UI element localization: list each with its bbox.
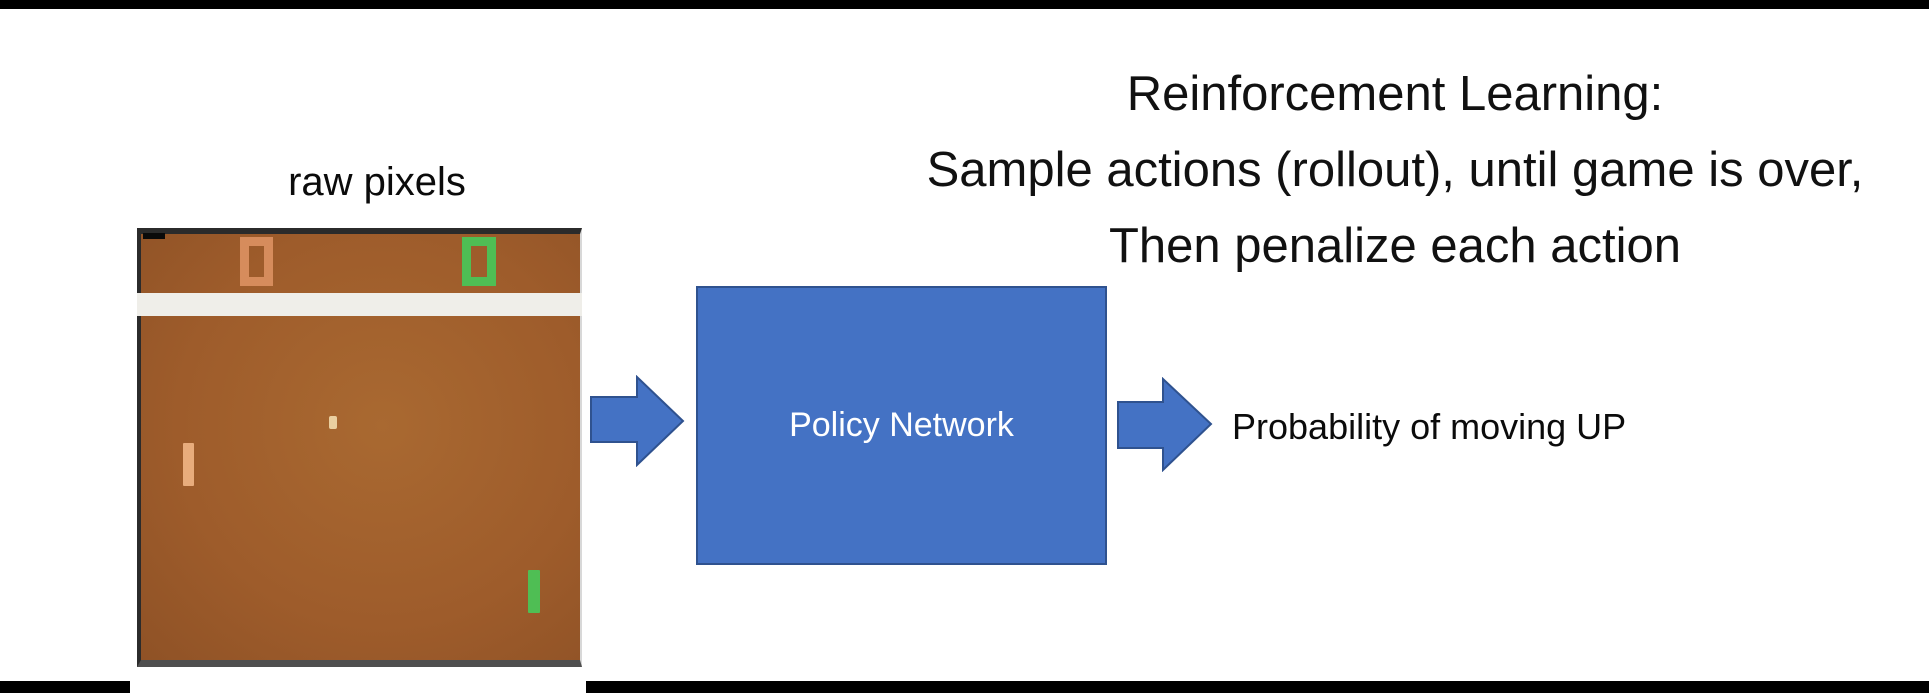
policy-network-label: Policy Network: [789, 406, 1014, 444]
arrow-out-of-policy-network-icon: [1117, 377, 1213, 472]
left-paddle: [183, 443, 194, 486]
headline-line-3: Then penalize each action: [1108, 219, 1682, 273]
green-player-score: [462, 237, 496, 286]
arrow-into-policy-network-icon: [590, 375, 685, 467]
headline-line-2: Sample actions (rollout), until game is …: [926, 143, 1864, 197]
headline-line-1: Reinforcement Learning:: [1126, 67, 1664, 121]
output-probability-label: Probability of moving UP: [1232, 406, 1627, 447]
orange-player-score: [240, 237, 273, 286]
policy-network-box: Policy Network: [696, 286, 1107, 565]
frame-corner-tick: [143, 233, 165, 239]
raw-pixels-caption: raw pixels: [288, 160, 466, 204]
pong-game-frame: [137, 228, 582, 667]
bottom-black-bar-right: [583, 681, 1929, 693]
score-divider-band: [137, 293, 582, 316]
headline: Reinforcement Learning: Sample actions (…: [770, 56, 1929, 284]
pong-ball: [329, 416, 337, 429]
pong-playfield: [137, 233, 582, 660]
right-paddle: [528, 570, 540, 613]
game-image-white-margin: [130, 665, 586, 693]
bottom-black-bar-left: [0, 681, 133, 693]
top-black-bar: [0, 0, 1929, 9]
